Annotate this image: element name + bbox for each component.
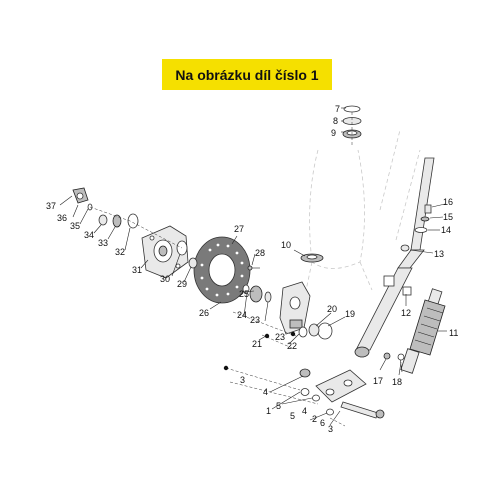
label-36: 36 <box>57 213 67 223</box>
label-29: 29 <box>177 279 187 289</box>
label-24: 24 <box>237 310 247 320</box>
label-5-lower: 5 <box>290 411 295 421</box>
banner-text: Na obrázku díl číslo 1 <box>175 66 319 83</box>
label-12: 12 <box>401 308 411 318</box>
label-9: 9 <box>331 128 336 138</box>
brake-disc <box>193 236 251 304</box>
label-15: 15 <box>443 212 453 222</box>
nut-bolt-17-18 <box>383 352 405 373</box>
label-17: 17 <box>373 376 383 386</box>
label-21: 21 <box>252 339 262 349</box>
seals-19-20 <box>298 322 333 340</box>
label-37: 37 <box>46 201 56 211</box>
label-28: 28 <box>255 248 265 258</box>
left-axle-parts <box>72 187 139 229</box>
label-18: 18 <box>392 377 402 387</box>
label-2: 2 <box>312 414 317 424</box>
label-20: 20 <box>327 304 337 314</box>
label-6: 6 <box>320 418 325 428</box>
label-1: 1 <box>266 406 271 416</box>
part-number-banner: Na obrázku díl číslo 1 <box>162 59 332 90</box>
label-26: 26 <box>199 308 209 318</box>
label-3-lower: 3 <box>328 424 333 434</box>
frame-ghost-outline <box>303 129 421 301</box>
label-14: 14 <box>441 225 451 235</box>
bearing-10 <box>300 253 324 263</box>
label-23-left: 23 <box>250 315 260 325</box>
label-25: 25 <box>239 289 249 299</box>
label-7: 7 <box>335 104 340 114</box>
label-4-upper: 4 <box>263 387 268 397</box>
label-22: 22 <box>287 341 297 351</box>
wheel-hub <box>141 225 189 279</box>
label-33: 33 <box>98 238 108 248</box>
label-13: 13 <box>434 249 444 259</box>
small-fasteners-right <box>400 204 432 296</box>
label-27: 27 <box>234 224 244 234</box>
label-19: 19 <box>345 309 355 319</box>
label-32: 32 <box>115 247 125 257</box>
label-35: 35 <box>70 221 80 231</box>
part-number-labels: 1 2 3 3 4 4 5 5 6 7 8 9 10 11 12 13 14 1… <box>46 104 458 434</box>
brake-caliper <box>242 281 311 335</box>
reference-dots <box>223 331 296 371</box>
steering-bearings <box>342 105 362 139</box>
label-10: 10 <box>281 240 291 250</box>
label-30: 30 <box>160 274 170 284</box>
label-16: 16 <box>443 197 453 207</box>
leader-lines <box>59 107 447 426</box>
label-31: 31 <box>132 265 142 275</box>
lower-link-part-1 <box>299 368 385 419</box>
label-4-lower: 4 <box>302 406 307 416</box>
label-3-upper: 3 <box>240 375 245 385</box>
shock-absorber <box>400 288 446 374</box>
label-34: 34 <box>84 230 94 240</box>
fork-steering-tube <box>354 157 435 358</box>
label-5-upper: 5 <box>276 401 281 411</box>
label-8: 8 <box>333 116 338 126</box>
label-11: 11 <box>449 328 458 338</box>
label-23-right: 23 <box>275 332 285 342</box>
